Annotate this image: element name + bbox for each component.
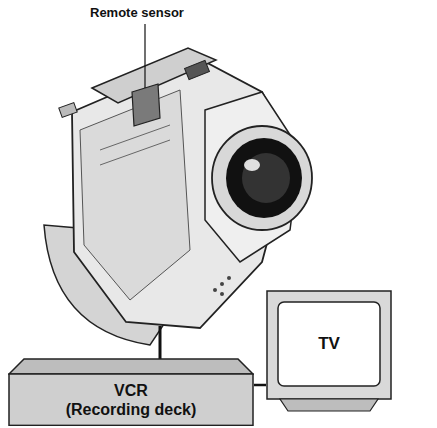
cable-line: [254, 384, 266, 387]
node-text: TV: [266, 334, 392, 354]
node-text: VCR: [8, 381, 254, 400]
vcr-deck: VCR(Recording deck): [8, 358, 254, 426]
part-label: Remote sensor: [88, 5, 186, 20]
tv-set: TV: [266, 290, 392, 412]
node-text: (Recording deck): [8, 400, 254, 419]
